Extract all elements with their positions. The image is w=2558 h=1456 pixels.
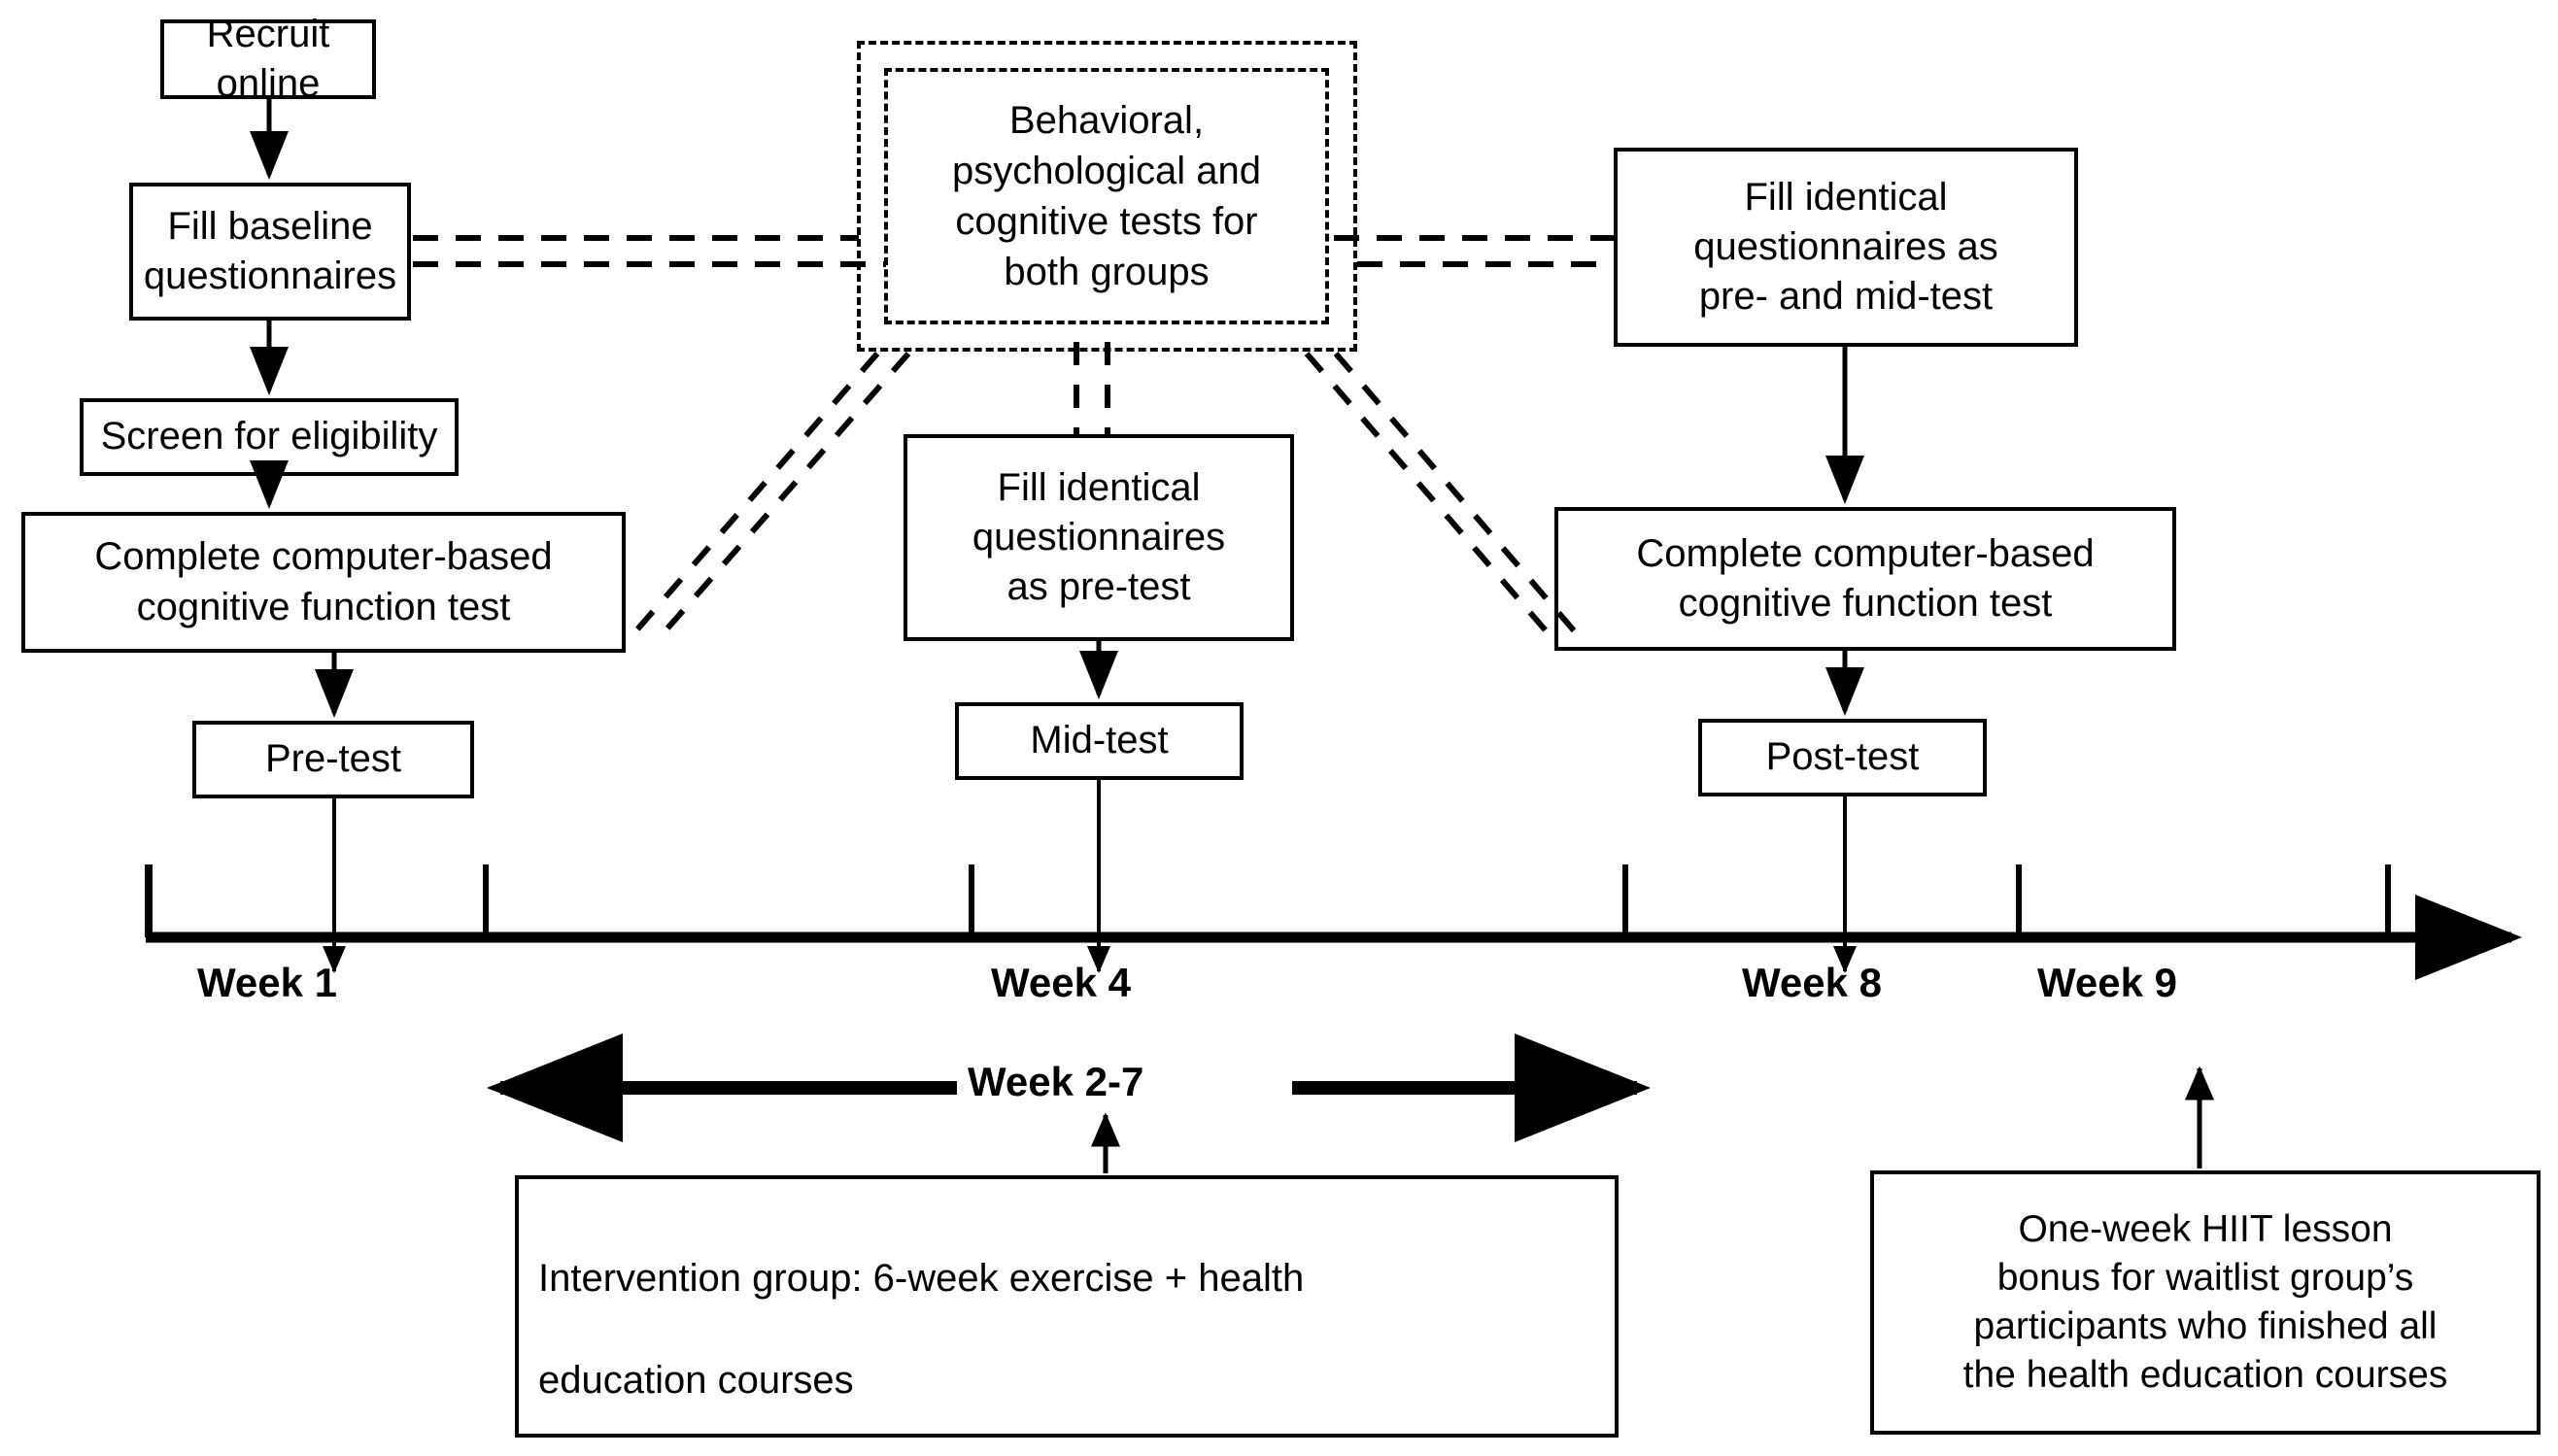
groups-note-line-2: education courses <box>538 1359 854 1403</box>
box-tests-both-groups: Behavioral, psychological and cognitive … <box>884 68 1329 324</box>
box-fill-baseline-questionnaires: Fill baseline questionnaires <box>129 183 411 321</box>
groups-note-line-1: Intervention group: 6-week exercise + he… <box>538 1257 1305 1301</box>
timeline-label-week-9: Week 9 <box>2037 960 2177 1005</box>
box-screen-for-eligibility: Screen for eligibility <box>80 398 459 476</box>
box-post-test: Post-test <box>1698 719 1987 796</box>
timeline-label-week-4: Week 4 <box>991 960 1131 1005</box>
timeline-span-label-week-2-7: Week 2-7 <box>968 1059 1144 1104</box>
box-hiit-bonus: One-week HIIT lesson bonus for waitlist … <box>1870 1170 2541 1435</box>
dashed-diagonal-right-b <box>1333 352 1582 638</box>
box-fill-identical-as-pre-test: Fill identical questionnaires as pre-tes… <box>904 434 1294 641</box>
timeline-label-week-1: Week 1 <box>197 960 337 1005</box>
dashed-diagonal-left-a <box>629 352 880 638</box>
box-complete-cognitive-test-pre: Complete computer-based cognitive functi… <box>21 512 626 653</box>
box-fill-identical-pre-and-mid: Fill identical questionnaires as pre- an… <box>1614 148 2078 347</box>
dashed-diagonal-left-b <box>658 352 911 638</box>
timeline-label-week-8: Week 8 <box>1742 960 1882 1005</box>
box-pre-test: Pre-test <box>192 721 474 798</box>
dashed-diagonal-right-a <box>1304 352 1553 638</box>
box-groups-note: Intervention group: 6-week exercise + he… <box>515 1175 1619 1438</box>
box-mid-test: Mid-test <box>955 702 1244 780</box>
box-recruit-online: Recruit online <box>160 13 376 105</box>
box-complete-cognitive-test-post: Complete computer-based cognitive functi… <box>1554 507 2176 651</box>
